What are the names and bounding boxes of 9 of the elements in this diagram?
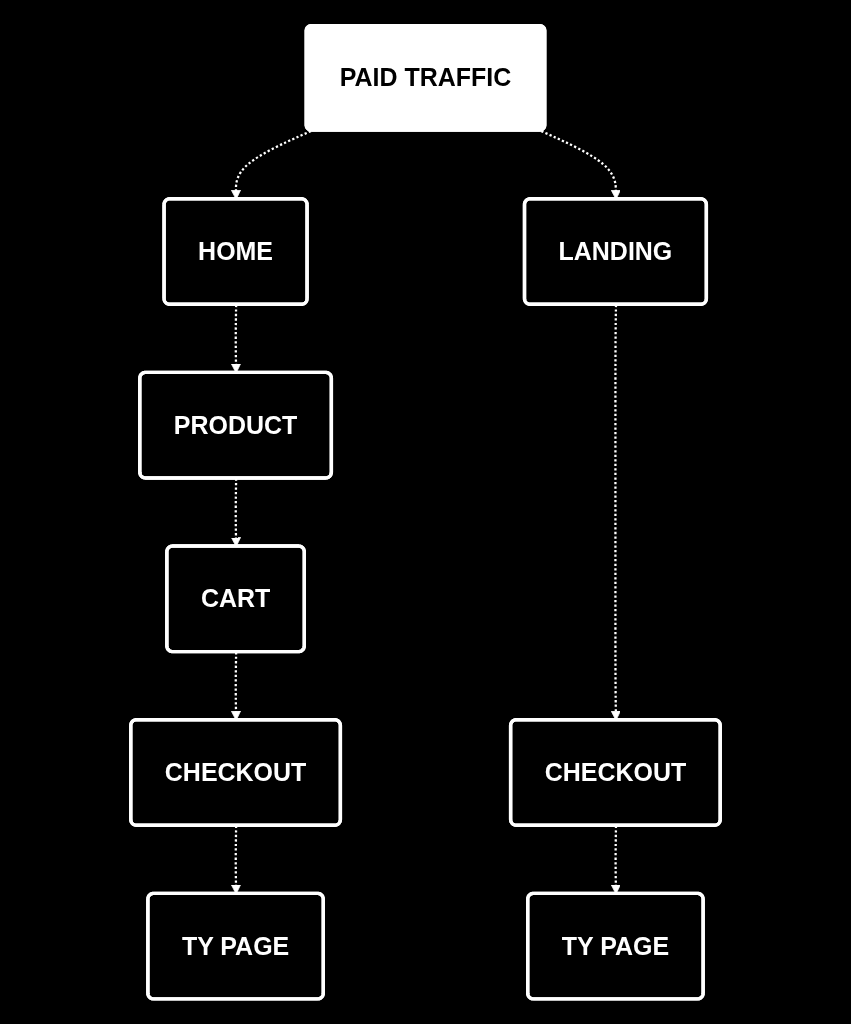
process-box: HOME xyxy=(162,197,309,306)
process-box: PAID TRAFFIC xyxy=(304,23,547,132)
process-box: CHECKOUT xyxy=(508,718,722,827)
process-box: TY PAGE xyxy=(146,891,325,1001)
process-box: CHECKOUT xyxy=(129,718,343,827)
process-box: LANDING xyxy=(522,197,709,306)
process-box: TY PAGE xyxy=(526,891,705,1001)
process-box: PRODUCT xyxy=(138,370,334,480)
process-box: CART xyxy=(165,544,306,654)
